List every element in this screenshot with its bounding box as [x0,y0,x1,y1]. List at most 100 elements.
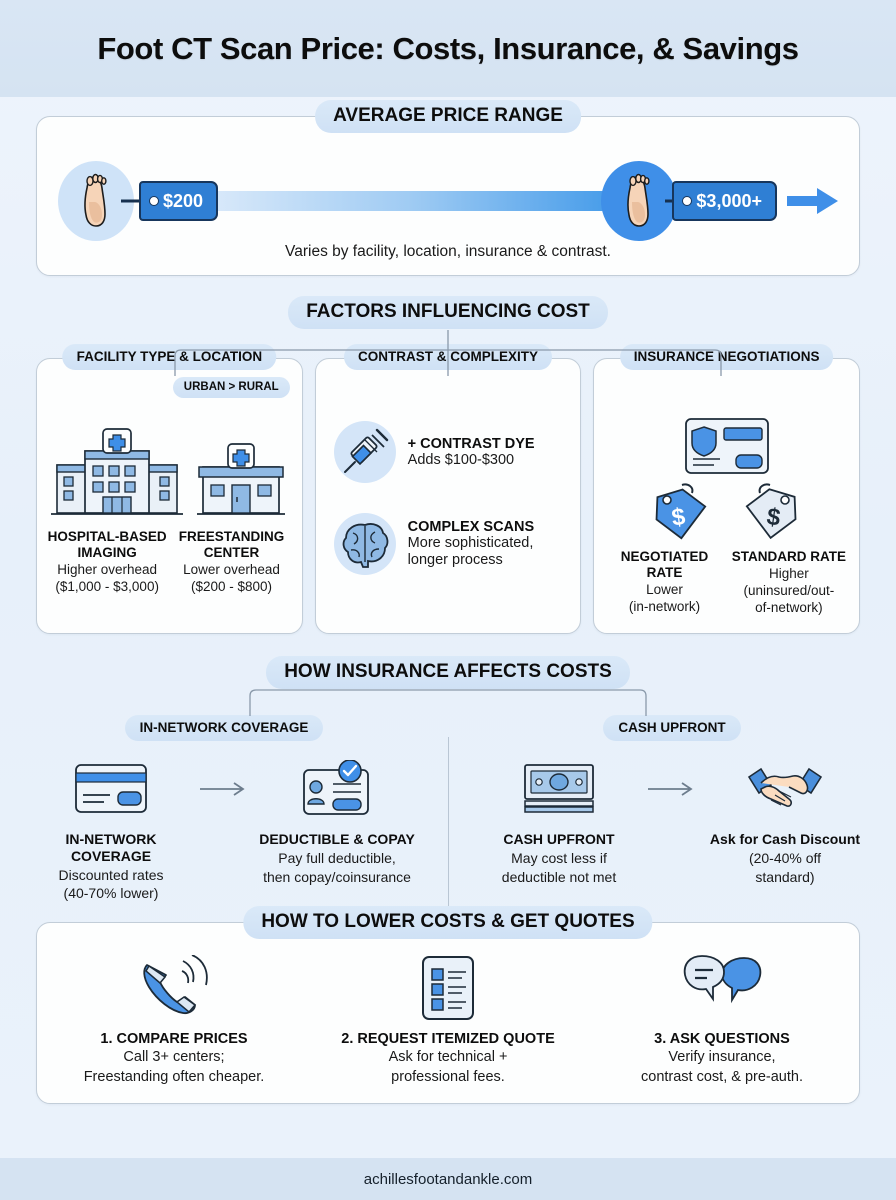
facility-hospital-desc-2: ($1,000 - $3,000) [55,579,159,595]
rate-item-standard: STANDARD RATE Higher (uninsured/out- of-… [729,549,849,616]
cash-upfront-desc-2: deductible not met [501,868,617,885]
complex-scans-title: COMPLEX SCANS [407,519,535,536]
speech-bubbles-icon-wrap [591,951,853,1025]
step-compare-prices: 1. COMPARE PRICES Call 3+ centers; Frees… [37,951,311,1086]
id-card-check-icon-wrap [259,759,415,819]
deductible-copay-desc-2: then copay/coinsurance [263,868,411,885]
speech-bubbles-icon [683,955,762,1004]
in-network-group-label: IN-NETWORK COVERAGE [124,715,324,741]
standard-rate-desc-3: of-network) [755,600,823,616]
price-range-scale: $200 $3,000+ [37,161,859,241]
deductible-copay-desc-1: Pay full deductible, [278,849,396,866]
brain-badge [333,513,396,575]
arrow-right-icon [648,782,693,796]
step-1-title: 1. COMPARE PRICES [100,1031,248,1048]
negotiated-rate-desc-1: Lower [646,581,683,597]
in-network-arrow [195,759,253,819]
cash-discount-desc-2: standard) [755,868,815,885]
step-1-desc-2: Freestanding often cheaper. [83,1068,265,1085]
price-range-note: Varies by facility, location, insurance … [285,243,611,260]
factors-section: FACTORS INFLUENCING COST FACILITY TYPE &… [0,296,896,634]
price-tag-gray-icon: $ [745,483,797,540]
insurance-card-icon-wrap [604,417,849,475]
insurance-title: HOW INSURANCE AFFECTS COSTS [266,656,630,689]
in-network-coverage-name: IN-NETWORK COVERAGE [65,831,157,864]
lower-costs-section: HOW TO LOWER COSTS & GET QUOTES 1. [36,906,860,1105]
contrast-dye-row: + CONTRAST DYE Adds $100-$300 [326,421,571,483]
handshake-icon [747,767,823,807]
step-1-desc-1: Call 3+ centers; [123,1049,225,1066]
factor-card-insurance: INSURANCE NEGOTIATIONS [593,344,861,634]
cash-upfront-group-label: CASH UPFRONT [603,715,741,741]
syringe-badge [333,421,396,483]
facility-item-freestanding: FREESTANDING CENTER Lower overhead ($200… [171,529,291,595]
arrow-right-icon [200,782,245,796]
factor-card-insurance-heading: INSURANCE NEGOTIATIONS [619,344,834,370]
insurance-group-cash-upfront: CASH UPFRONT [448,715,896,902]
complex-scans-row: COMPLEX SCANS More sophisticated, longer… [326,513,571,575]
insurance-section: HOW INSURANCE AFFECTS COSTS IN-NETWORK C… [0,656,896,915]
contrast-dye-desc: Adds $100-$300 [407,451,515,468]
facility-labels-row: HOSPITAL-BASED IMAGING Higher overhead (… [47,529,292,595]
step-request-itemized-quote: 2. REQUEST ITEMIZED QUOTE Ask for techni… [311,951,585,1086]
price-high-label: $3,000+ [696,190,762,211]
step-ask-questions: 3. ASK QUESTIONS Verify insurance, contr… [585,951,859,1086]
facility-freestanding-desc-2: ($200 - $800) [190,579,273,595]
standard-rate-desc-2: (uninsured/out- [743,583,835,599]
negotiated-rate-name: NEGOTIATED RATE [620,549,709,580]
standard-rate-name: STANDARD RATE [731,549,846,564]
brain-icon [342,523,389,568]
lower-costs-card: HOW TO LOWER COSTS & GET QUOTES 1. [36,906,860,1105]
deductible-copay-name: DEDUCTIBLE & COPAY [259,831,415,847]
rate-item-negotiated: NEGOTIATED RATE Lower (in-network) [604,549,724,616]
facility-item-hospital: HOSPITAL-BASED IMAGING Higher overhead (… [47,529,167,595]
contrast-dye-title: + CONTRAST DYE [407,435,535,452]
footer-url[interactable]: achillesfootandankle.com [363,1170,533,1188]
facility-freestanding-desc-1: Lower overhead [183,561,280,577]
facility-icons-row [47,423,292,519]
in-network-coverage-desc-2: (40-70% lower) [63,885,159,902]
complex-scans-desc-1: More sophisticated, [407,535,534,552]
price-range-card: AVERAGE PRICE RANGE $200 [36,100,860,276]
lower-costs-steps: 1. COMPARE PRICES Call 3+ centers; Frees… [37,951,859,1086]
svg-text:$: $ [765,503,783,532]
in-network-items: IN-NETWORK COVERAGE Discounted rates (40… [0,759,448,902]
insurance-groups-row: IN-NETWORK COVERAGE IN-NETWORK COVERAGE [0,715,896,915]
rate-labels-row: NEGOTIATED RATE Lower (in-network) STAND… [604,549,849,616]
syringe-icon [343,428,388,473]
page-title: Foot CT Scan Price: Costs, Insurance, & … [97,30,799,66]
in-network-item-deductible: DEDUCTIBLE & COPAY Pay full deductible, … [259,759,415,885]
phone-ringing-icon [143,955,208,1015]
foot-icon-high [601,161,677,241]
foot-icon [84,173,107,227]
factor-card-facility: FACILITY TYPE & LOCATION URBAN > RURAL [36,344,303,634]
itemized-list-icon-wrap [317,951,579,1025]
facility-hospital-desc-1: Higher overhead [57,561,158,577]
price-low-tag: $200 [139,181,219,221]
step-3-desc-2: contrast cost, & pre-auth. [641,1068,803,1085]
price-gradient-bar [176,191,604,211]
credit-card-icon [75,764,147,813]
price-range-title: AVERAGE PRICE RANGE [315,100,581,133]
factors-card-row: FACILITY TYPE & LOCATION URBAN > RURAL [36,344,861,634]
in-network-coverage-desc-1: Discounted rates [58,866,164,883]
price-low-label: $200 [163,190,204,211]
cash-banknote-icon [524,764,594,813]
insurance-group-divider [448,737,450,915]
cash-upfront-item-discount: Ask for Cash Discount (20-40% off standa… [707,759,863,885]
cash-upfront-arrow [643,759,701,819]
cash-upfront-items: CASH UPFRONT May cost less if deductible… [448,759,896,885]
facility-freestanding-name: FREESTANDING CENTER [178,529,285,560]
hospital-building-icon [51,428,184,515]
phone-ringing-icon-wrap [43,951,305,1025]
lower-costs-title: HOW TO LOWER COSTS & GET QUOTES [243,906,653,940]
price-high-tag: $3,000+ [672,181,777,221]
factors-title: FACTORS INFLUENCING COST [288,296,608,329]
factor-card-contrast: CONTRAST & COMPLEXITY + CONTR [314,344,582,634]
urban-rural-badge: URBAN > RURAL [172,377,290,398]
negotiated-rate-desc-2: (in-network) [628,599,701,615]
step-2-desc-2: professional fees. [391,1068,505,1085]
step-2-title: 2. REQUEST ITEMIZED QUOTE [341,1031,555,1048]
complex-scans-desc-2: longer process [407,552,503,568]
